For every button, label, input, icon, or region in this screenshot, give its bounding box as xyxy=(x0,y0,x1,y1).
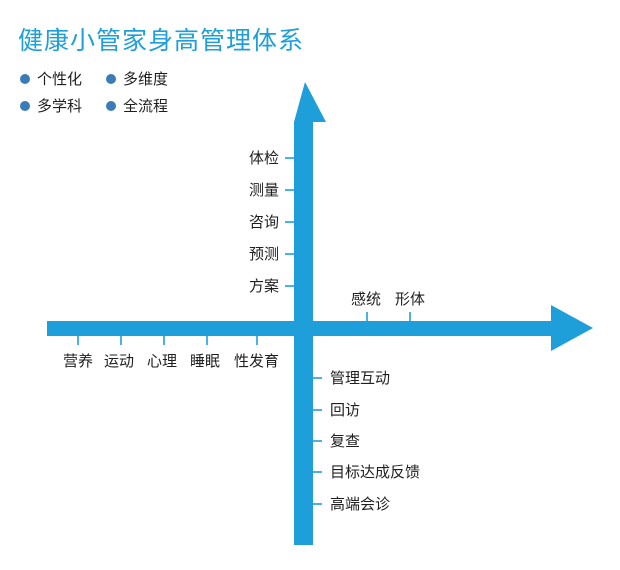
left-axis-label: 性发育 xyxy=(234,352,280,370)
bullet-dot-icon xyxy=(106,101,116,111)
right-axis-label: 形体 xyxy=(395,290,426,308)
feature-label: 多学科 xyxy=(37,97,83,115)
left-axis-label: 营养 xyxy=(63,352,94,370)
left-axis-label: 运动 xyxy=(104,352,135,370)
feature-item: 全流程 xyxy=(106,97,168,115)
down-axis-label: 目标达成反馈 xyxy=(330,463,421,481)
bullet-dot-icon xyxy=(20,101,30,111)
up-axis-label: 测量 xyxy=(248,181,279,199)
left-axis-label: 心理 xyxy=(147,352,178,370)
feature-label: 全流程 xyxy=(123,97,169,115)
bullet-dot-icon xyxy=(20,74,30,84)
horizontal-axis-arrow xyxy=(47,305,593,351)
up-axis-label: 体检 xyxy=(248,149,279,167)
up-axis-label: 方案 xyxy=(248,277,279,295)
feature-item: 多学科 xyxy=(20,97,82,115)
bullet-dot-icon xyxy=(106,74,116,84)
feature-label: 多维度 xyxy=(123,70,169,88)
feature-list: 个性化 多维度 多学科 全流程 xyxy=(18,70,218,120)
tick-marks xyxy=(77,157,411,505)
down-axis-label: 回访 xyxy=(330,401,361,419)
feature-item: 多维度 xyxy=(106,70,168,88)
up-axis-label: 预测 xyxy=(248,245,279,263)
down-axis-label: 高端会诊 xyxy=(330,495,391,513)
feature-item: 个性化 xyxy=(20,70,82,88)
diagram-title: 健康小管家身高管理体系 xyxy=(18,26,305,55)
up-axis-label: 咨询 xyxy=(248,213,279,231)
right-axis-label: 感统 xyxy=(351,290,382,308)
vertical-axis-arrow xyxy=(294,82,326,545)
left-axis-label: 睡眠 xyxy=(190,352,221,370)
feature-label: 个性化 xyxy=(37,70,83,88)
down-axis-label: 复查 xyxy=(330,432,361,450)
down-axis-label: 管理互动 xyxy=(330,369,391,387)
